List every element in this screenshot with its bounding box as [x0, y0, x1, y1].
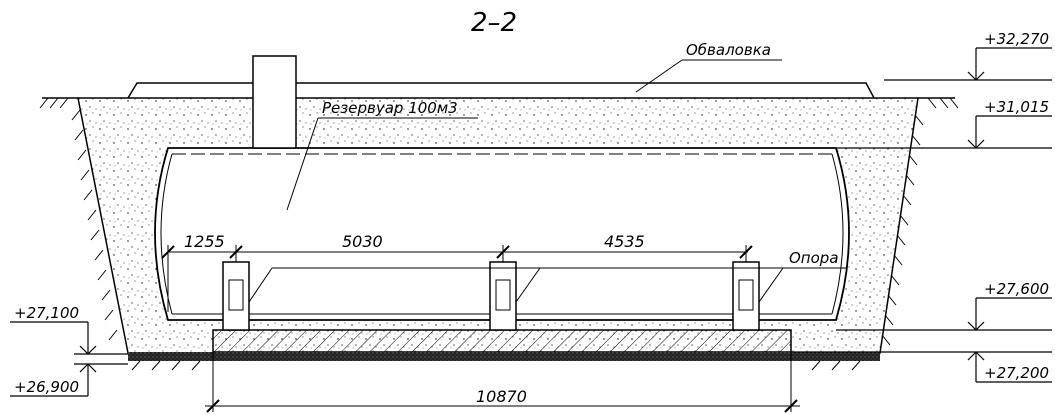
support-3	[732, 261, 760, 331]
support-1	[222, 261, 250, 331]
foundation-slab	[212, 329, 792, 353]
ground-hatch-left	[39, 97, 118, 341]
section-title: 2–2	[471, 8, 517, 38]
tank-neck	[252, 55, 297, 149]
support-label: Опора	[789, 249, 839, 267]
elevation-top-embankment: +32,270	[984, 30, 1049, 48]
dimension-left-offset: 1255	[184, 232, 225, 251]
dimension-span-2: 4535	[604, 232, 645, 251]
ground-hatch-bottom	[131, 360, 861, 371]
elevation-marker-top-embankment	[884, 47, 1052, 81]
support-leader	[248, 267, 846, 303]
gravel-bedding	[128, 352, 880, 361]
dimension-span-1: 5030	[342, 232, 383, 251]
elevation-tank-top: +31,015	[984, 98, 1049, 116]
elevation-marker-tank-bottom	[836, 297, 1052, 331]
elevation-base-bottom-left: +26,900	[14, 378, 79, 396]
elevation-marker-tank-top	[836, 115, 1052, 149]
support-dimension-line	[161, 245, 753, 312]
support-2	[489, 261, 517, 331]
elevation-marker-slab-bottom	[791, 351, 1052, 383]
elevation-tank-bottom: +27,600	[984, 280, 1049, 298]
embankment-label: Обваловка	[686, 41, 771, 59]
tank-leader	[286, 117, 478, 211]
elevation-pit-bottom-left: +27,100	[14, 304, 79, 322]
dimension-slab-length: 10870	[476, 387, 527, 406]
elevation-marker-pit-bottom-left	[10, 321, 128, 355]
tank-label: Резервуар 100м3	[322, 99, 458, 117]
ground-hatch-right	[881, 97, 959, 346]
tank-right-cap-inner	[831, 153, 844, 315]
tank-body	[154, 147, 850, 321]
elevation-marker-base-bottom-left	[10, 363, 128, 397]
embankment-top-line	[127, 82, 875, 99]
slab-dimension-line	[205, 352, 800, 413]
elevation-slab-bottom: +27,200	[984, 364, 1049, 382]
embankment-leader	[635, 59, 782, 93]
